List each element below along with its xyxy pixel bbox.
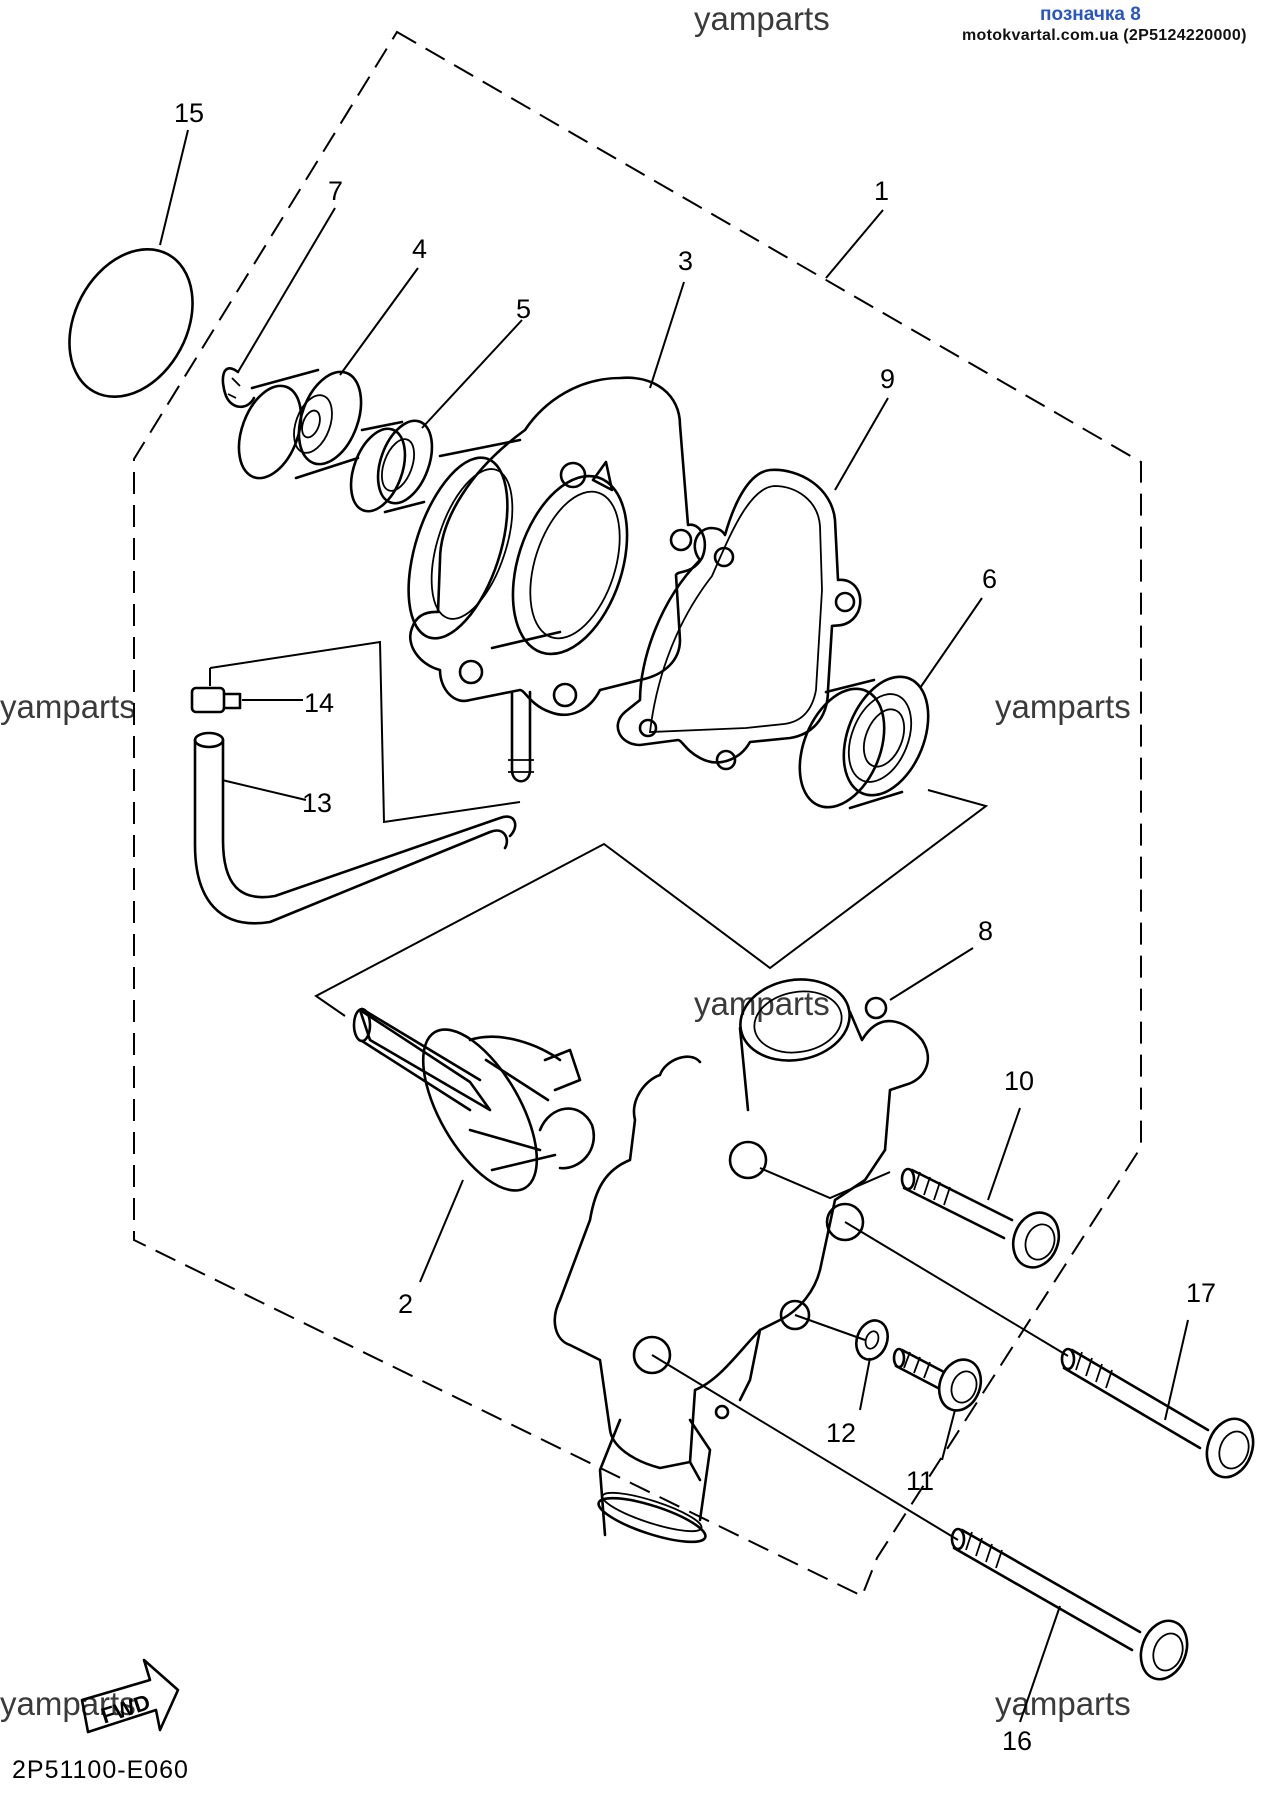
part-15-o-ring — [68, 247, 194, 399]
part-11-bolt — [892, 1347, 983, 1412]
callout-5: 5 — [516, 294, 531, 324]
callout-9: 9 — [880, 364, 895, 394]
fwd-label: FWD — [98, 1689, 153, 1728]
callout-3: 3 — [678, 246, 693, 276]
alignment-lines — [209, 640, 1069, 1541]
part-2-impeller-shaft — [352, 1007, 595, 1192]
callout-1: 1 — [874, 176, 889, 206]
part-9-gasket — [616, 468, 862, 771]
watermark-bottom-right: yamparts — [995, 1685, 1131, 1722]
diagram-code: 2P51100-E060 — [12, 1756, 189, 1784]
watermark-left: yamparts — [0, 688, 136, 725]
source-site-text: motokvartal.com.ua (2P5124220000) — [962, 27, 1247, 44]
callout-15: 15 — [174, 98, 204, 128]
part-4-bearing — [237, 368, 363, 480]
callout-6: 6 — [982, 564, 997, 594]
callout-12: 12 — [826, 1418, 856, 1448]
part-6-mechanical-seal — [798, 675, 930, 810]
part-13-hose — [193, 731, 517, 925]
part-5-oil-seal — [349, 419, 434, 514]
part-10-bolt — [900, 1167, 1061, 1269]
callout-16: 16 — [1002, 1726, 1032, 1756]
callout-8: 8 — [978, 916, 993, 946]
part-12-washer — [855, 1319, 889, 1361]
callout-10: 10 — [1004, 1066, 1034, 1096]
callout-14: 14 — [304, 688, 334, 718]
part-7-circlip — [221, 367, 256, 409]
callout-2: 2 — [398, 1289, 413, 1319]
callout-17: 17 — [1186, 1278, 1216, 1308]
assembly-boundary — [133, 30, 1142, 1598]
callout-7: 7 — [328, 176, 343, 206]
fwd-arrow-icon: FWD — [80, 1658, 180, 1734]
part-14-hose-clamp — [190, 686, 242, 714]
callout-11: 11 — [906, 1466, 934, 1496]
callout-leaders — [159, 129, 1189, 1723]
part-3-housing-cover — [407, 376, 707, 783]
callout-4: 4 — [412, 234, 427, 264]
callout-13: 13 — [302, 788, 332, 818]
watermark-right: yamparts — [995, 688, 1131, 725]
part-16-long-bolt — [950, 1527, 1189, 1681]
part-17-long-bolt — [1060, 1347, 1255, 1479]
part-8-pump-housing — [553, 978, 930, 1544]
watermark-top: yamparts — [694, 0, 830, 37]
label-badge: позначка 8 — [1040, 4, 1141, 25]
